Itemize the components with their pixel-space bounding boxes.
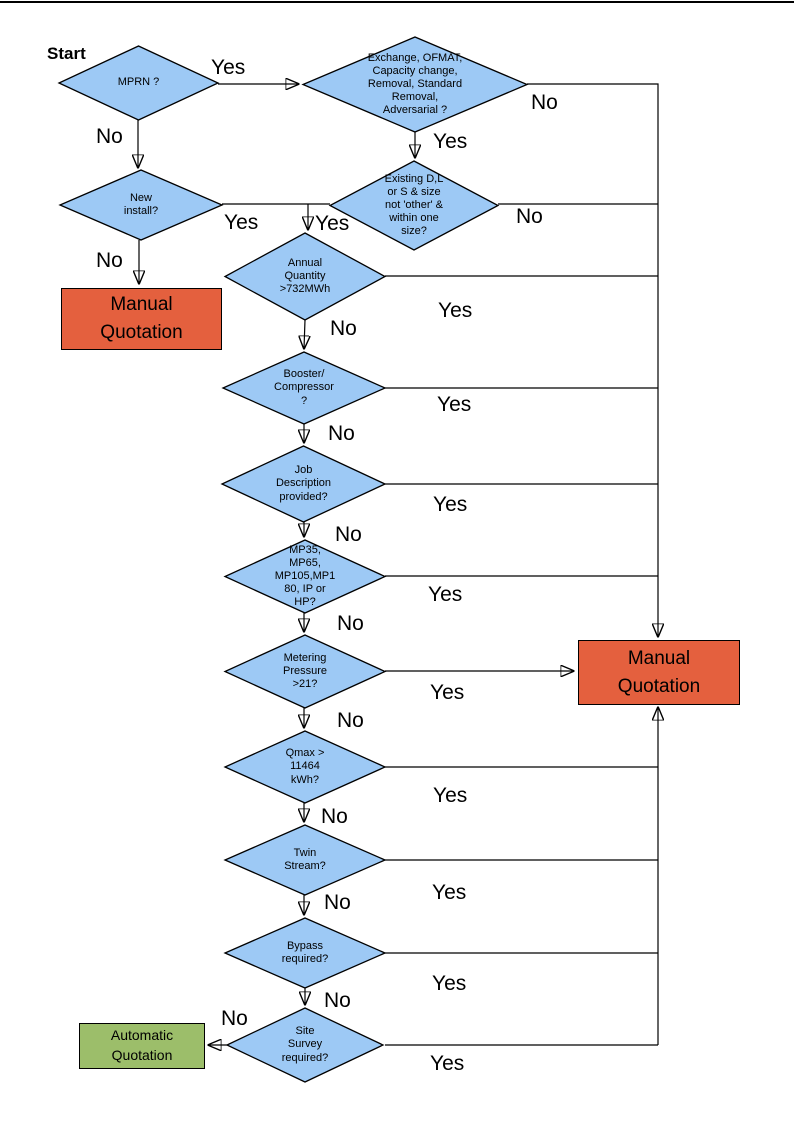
diamond-shape xyxy=(60,170,222,240)
diamond-shape xyxy=(227,1008,383,1082)
edge-label-exchange-yes: Yes xyxy=(433,130,468,153)
edge-label-booster-no: No xyxy=(328,422,355,445)
edge-label-mp35-yes: Yes xyxy=(428,583,463,606)
edge-label-site-no: No xyxy=(221,1007,248,1030)
decision-job-description: Job Description provided? xyxy=(222,446,385,522)
decision-booster-compressor: Booster/ Compressor ? xyxy=(223,352,385,424)
edge-label-booster-yes: Yes xyxy=(437,393,472,416)
edge-label-job-yes: Yes xyxy=(433,493,468,516)
decision-mprn: MPRN ? xyxy=(59,46,218,120)
edge-label-qmax-no: No xyxy=(321,805,348,828)
diamond-shape xyxy=(303,37,527,132)
diamond-shape xyxy=(225,825,385,895)
edge-label-mprn-yes: Yes xyxy=(211,56,246,79)
diamond-shape xyxy=(330,161,498,250)
manual-quotation-box-right: Manual Quotation xyxy=(578,640,740,705)
diamond-shape xyxy=(225,233,385,320)
decision-site-survey: Site Survey required? xyxy=(227,1008,383,1082)
automatic-quotation-box: Automatic Quotation xyxy=(79,1023,205,1069)
decision-twin-stream: Twin Stream? xyxy=(225,825,385,895)
edge-label-job-no: No xyxy=(335,523,362,546)
edge-label-metering-yes: Yes xyxy=(430,681,465,704)
decision-annual-quantity: Annual Quantity >732MWh xyxy=(225,233,385,320)
edge-label-new-yes: Yes xyxy=(224,211,259,234)
diamond-shape xyxy=(225,918,385,988)
diamond-shape xyxy=(225,540,385,613)
edge-label-twin-yes: Yes xyxy=(432,881,467,904)
decision-new-install: New install? xyxy=(60,170,222,240)
edge-label-twin-no: No xyxy=(324,891,351,914)
edge-label-metering-no: No xyxy=(337,709,364,732)
start-label: Start xyxy=(47,44,86,63)
edge-label-exchange-no: No xyxy=(531,91,558,114)
edge-label-mprn-no: No xyxy=(96,125,123,148)
edge-label-mp35-no: No xyxy=(337,612,364,635)
edge-label-site-yes: Yes xyxy=(430,1052,465,1075)
edge-label-annual-no: No xyxy=(330,317,357,340)
edge-label-new-no: No xyxy=(96,249,123,272)
decision-meter-type: MP35, MP65, MP105,MP1 80, IP or HP? xyxy=(225,540,385,613)
decision-qmax: Qmax > 11464 kWh? xyxy=(225,731,385,803)
edge-label-bypass-no: No xyxy=(324,989,351,1012)
diamond-shape xyxy=(59,46,218,120)
decision-metering-pressure: Metering Pressure >21? xyxy=(225,635,385,708)
top-border-line xyxy=(0,1,794,3)
edge-label-existing-no: No xyxy=(516,205,543,228)
edge-label-existing-yes: Yes xyxy=(315,212,350,235)
diamond-shape xyxy=(222,446,385,522)
decision-exchange: Exchange, OFMAT, Capacity change, Remova… xyxy=(303,37,527,132)
diamond-shape xyxy=(225,731,385,803)
manual-quotation-box-left: Manual Quotation xyxy=(61,288,222,350)
diamond-shape xyxy=(225,635,385,708)
decision-bypass: Bypass required? xyxy=(225,918,385,988)
diamond-shape xyxy=(223,352,385,424)
edge-label-qmax-yes: Yes xyxy=(433,784,468,807)
edge-label-annual-yes: Yes xyxy=(438,299,473,322)
edge-label-bypass-yes: Yes xyxy=(432,972,467,995)
